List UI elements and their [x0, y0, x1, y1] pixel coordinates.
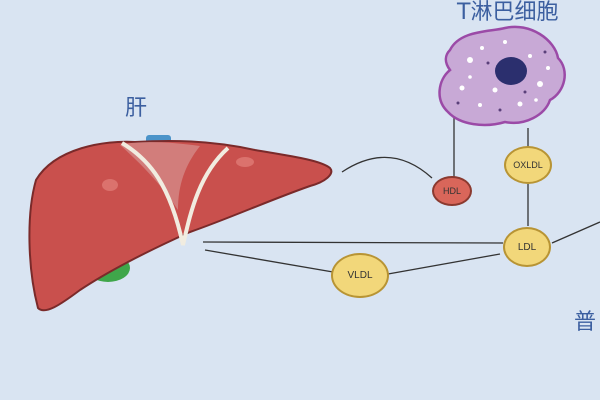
connector-lines — [202, 105, 600, 275]
liver-illustration — [28, 135, 333, 312]
oxldl-node: OXLDL — [504, 146, 552, 184]
ldl-node: LDL — [503, 227, 551, 267]
t-cell-granules — [459, 40, 550, 107]
vldl-ldl-line — [387, 253, 501, 275]
liver-label: 肝 — [125, 96, 148, 121]
t-cell-dots — [456, 50, 547, 112]
t-cell-nucleus — [495, 57, 527, 85]
liver-ldl-line — [202, 241, 504, 244]
t-cell-illustration — [438, 25, 566, 127]
liver-hdl-arc — [341, 156, 433, 179]
liver-vldl-line — [204, 249, 334, 273]
hdl-node: HDL — [432, 176, 472, 206]
liver-highlight — [236, 157, 254, 167]
t-cell-label: T淋巴细胞 — [457, 0, 559, 25]
ldl-offscreen-line — [551, 221, 600, 244]
bottom-right-label: 普 — [574, 310, 597, 335]
vldl-node: VLDL — [331, 253, 389, 298]
liver-ligament — [120, 141, 230, 246]
liver-highlight — [102, 179, 118, 191]
